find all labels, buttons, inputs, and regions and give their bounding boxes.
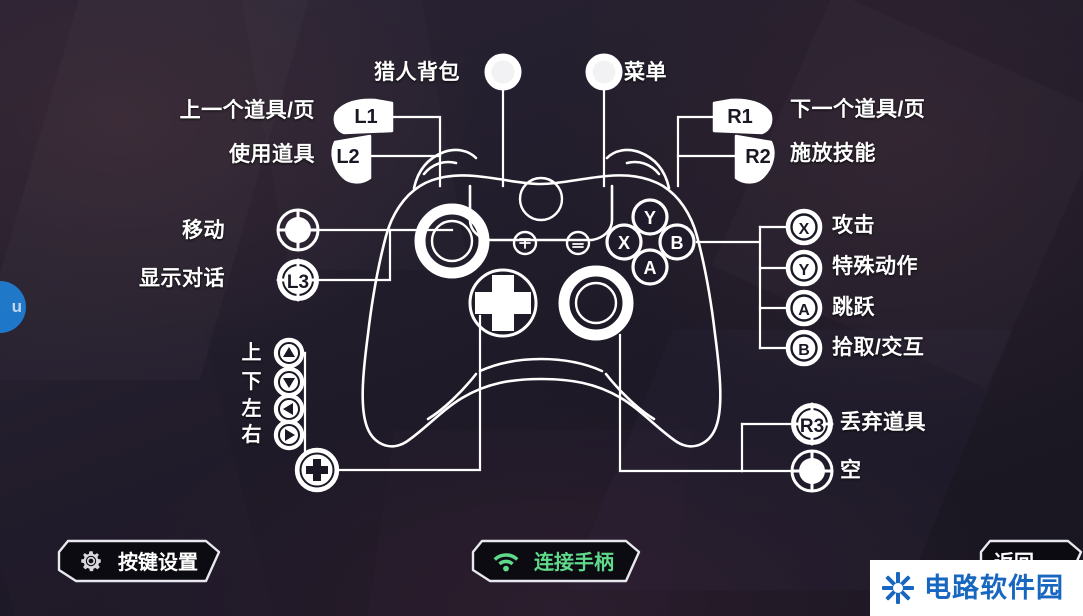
watermark: 电路软件园 [870, 560, 1083, 616]
label-r3: 丢弃道具 [840, 411, 926, 434]
b-glyph: B [798, 342, 810, 359]
label-l1: 上一个道具/页 [179, 99, 315, 122]
callout-r1-bumper: R1 [712, 98, 773, 135]
connect-controller-button[interactable]: 连接手柄 [470, 538, 642, 584]
gear-icon [81, 551, 101, 572]
key-settings-label: 按键设置 [118, 551, 198, 574]
label-dpad-left: 左 [241, 398, 262, 420]
label-dpad-right: 右 [241, 424, 262, 446]
callout-l2-trigger: L2 [331, 134, 372, 184]
x-glyph: X [799, 221, 810, 238]
label-dpad-up: 上 [241, 342, 262, 364]
key-settings-button[interactable]: 按键设置 [56, 538, 222, 584]
svg-text:Y: Y [644, 208, 656, 228]
r1-glyph: R1 [727, 106, 753, 128]
callout-l1-bumper: L1 [333, 98, 394, 135]
callout-r3-stick: R3 [790, 402, 834, 446]
label-right-stick: 空 [840, 459, 862, 482]
controller-body-outline [361, 148, 722, 448]
callout-button-b: B [785, 329, 823, 367]
label-backpack: 猎人背包 [374, 61, 460, 84]
label-a: 跳跃 [832, 296, 875, 319]
callout-dpad [294, 447, 340, 493]
callout-left-stick [276, 208, 320, 252]
r2-glyph: R2 [745, 146, 771, 168]
callout-right-stick [790, 449, 834, 493]
callout-r2-trigger: R2 [734, 134, 775, 184]
callout-button-y: Y [785, 249, 823, 287]
leader-l1 [390, 115, 442, 188]
label-left-stick: 移动 [182, 219, 225, 242]
face-buttons-on-controller: Y X B A [605, 198, 696, 286]
face-button-x: X [605, 223, 643, 261]
wifi-signal-icon [493, 553, 519, 572]
l1-glyph: L1 [354, 106, 377, 128]
face-button-a: A [631, 248, 669, 286]
callout-dpad-up [273, 337, 305, 369]
callout-button-x: X [785, 208, 823, 246]
snowflake-logo-icon [882, 572, 914, 604]
key-settings-button-frame [57, 539, 221, 583]
callout-dpad-right [273, 419, 305, 451]
view-button [512, 230, 538, 256]
label-menu: 菜单 [624, 61, 667, 84]
label-l3: 显示对话 [139, 267, 225, 290]
right-stick [558, 265, 634, 341]
dpad-on-controller [468, 268, 538, 338]
label-dpad-down: 下 [241, 371, 262, 393]
svg-text:X: X [618, 233, 630, 253]
a-glyph: A [798, 302, 810, 319]
svg-text:A: A [644, 258, 657, 278]
y-glyph: Y [799, 262, 810, 279]
connect-controller-label: 连接手柄 [534, 551, 614, 574]
leader-lstick [318, 228, 392, 282]
l2-glyph: L2 [336, 146, 359, 168]
face-button-b: B [658, 223, 696, 261]
svg-text:B: B [671, 233, 684, 253]
callout-dpad-down [273, 366, 305, 398]
label-l2: 使用道具 [229, 143, 315, 166]
callout-dpad-left [273, 393, 305, 425]
label-x: 攻击 [832, 214, 875, 237]
l3-glyph: L3 [287, 272, 309, 293]
callout-l3-stick: L3 [276, 258, 320, 302]
leader-dpad-to-controller [332, 314, 482, 472]
watermark-text: 电路软件园 [924, 572, 1064, 603]
label-y: 特殊动作 [832, 255, 918, 278]
face-button-y: Y [631, 198, 669, 236]
back-label: 返回 [994, 551, 1034, 574]
connect-controller-button-frame [471, 539, 641, 583]
callout-button-a: A [785, 289, 823, 327]
callout-backpack-button [484, 53, 522, 91]
baidu-orb-label: u [11, 297, 22, 316]
label-r1: 下一个道具/页 [790, 98, 926, 121]
callout-menu-button [585, 53, 623, 91]
left-stick [414, 203, 490, 279]
menu-button [565, 230, 591, 256]
label-b: 拾取/交互 [832, 336, 925, 359]
r3-glyph: R3 [800, 416, 824, 437]
label-r2: 施放技能 [790, 142, 876, 165]
leader-r1 [676, 115, 716, 188]
leader-rstick-to-controller [618, 333, 744, 473]
